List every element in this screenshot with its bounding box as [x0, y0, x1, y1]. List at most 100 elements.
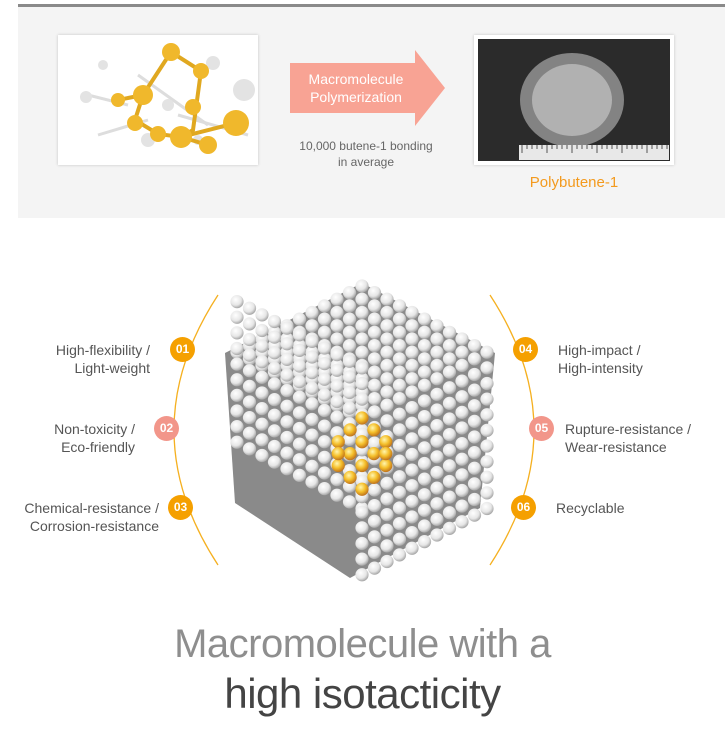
sphere — [405, 494, 419, 508]
sphere — [380, 358, 394, 373]
sphere — [242, 395, 257, 409]
sphere — [317, 466, 332, 480]
sphere — [305, 350, 319, 364]
sphere — [230, 341, 244, 356]
sphere — [430, 450, 444, 464]
sphere — [455, 437, 469, 451]
sphere — [355, 305, 369, 320]
sphere — [430, 387, 444, 401]
sphere — [292, 406, 307, 420]
sphere — [405, 479, 419, 493]
sphere — [255, 386, 269, 400]
sphere — [467, 339, 482, 353]
sphere — [480, 408, 494, 422]
sphere — [342, 432, 357, 446]
sphere — [467, 508, 482, 522]
sphere — [405, 447, 419, 462]
sphere — [405, 372, 419, 386]
sphere — [292, 453, 307, 467]
sphere — [355, 458, 369, 473]
sphere — [367, 545, 382, 560]
sphere — [292, 421, 307, 436]
sphere — [242, 442, 257, 456]
sphere — [367, 405, 382, 419]
sphere — [355, 319, 369, 333]
sphere — [367, 499, 382, 513]
sphere — [417, 535, 432, 549]
sphere — [442, 352, 457, 366]
sphere — [405, 526, 419, 540]
sphere — [367, 312, 382, 326]
sphere — [280, 352, 294, 366]
sphere — [380, 345, 394, 359]
sphere — [392, 485, 407, 499]
sphere — [392, 299, 407, 313]
sphere — [305, 475, 319, 489]
sphere — [317, 299, 332, 313]
sphere — [480, 423, 494, 437]
sphere — [267, 377, 282, 391]
sphere — [331, 435, 345, 449]
sphere — [430, 345, 444, 359]
sphere — [317, 357, 332, 371]
sphere — [367, 286, 382, 300]
sphere — [330, 394, 344, 409]
sphere — [292, 312, 307, 326]
sphere — [480, 345, 494, 359]
sphere — [342, 339, 357, 353]
sphere — [305, 459, 319, 473]
sphere — [292, 390, 307, 404]
sphere — [317, 450, 332, 464]
sphere — [267, 424, 282, 438]
sphere — [230, 295, 244, 309]
sphere — [317, 482, 332, 496]
sphere — [342, 286, 357, 300]
sphere — [430, 497, 444, 511]
sphere — [267, 330, 282, 344]
sphere — [405, 345, 419, 359]
sphere — [417, 425, 432, 439]
sphere — [380, 554, 394, 569]
molecule-illustration — [80, 43, 255, 154]
sphere — [480, 486, 494, 500]
sphere — [242, 364, 257, 378]
sphere — [280, 430, 294, 445]
sphere — [455, 374, 469, 388]
sphere — [367, 514, 382, 528]
sphere — [480, 392, 494, 406]
arrow-label: Macromolecule Polymerization — [290, 70, 422, 106]
sphere — [455, 345, 469, 359]
sphere — [380, 539, 394, 553]
sphere — [355, 361, 369, 375]
sphere — [455, 483, 469, 498]
sphere — [380, 292, 394, 306]
sphere — [417, 352, 432, 366]
sphere — [280, 462, 294, 476]
sphere — [430, 512, 444, 526]
sphere — [367, 365, 382, 379]
molecule-image — [58, 35, 258, 165]
sphere — [267, 346, 282, 360]
sphere — [317, 419, 332, 433]
sphere — [305, 428, 319, 442]
sphere — [480, 455, 494, 469]
sphere — [255, 417, 269, 431]
sphere — [343, 423, 357, 437]
sphere — [317, 325, 332, 339]
arrow-label-line2: Polymerization — [310, 89, 402, 105]
sphere — [280, 384, 294, 398]
sphere — [317, 388, 332, 402]
sphere — [455, 452, 469, 466]
sphere — [442, 339, 457, 353]
sphere — [455, 390, 469, 404]
sphere — [267, 408, 282, 422]
sphere — [392, 407, 407, 421]
sphere — [342, 401, 357, 415]
sphere — [480, 361, 494, 375]
sphere — [367, 392, 382, 406]
sphere — [467, 352, 482, 366]
sphere — [305, 412, 319, 427]
sphere — [380, 319, 394, 333]
sphere — [380, 372, 394, 386]
sphere — [430, 465, 444, 480]
